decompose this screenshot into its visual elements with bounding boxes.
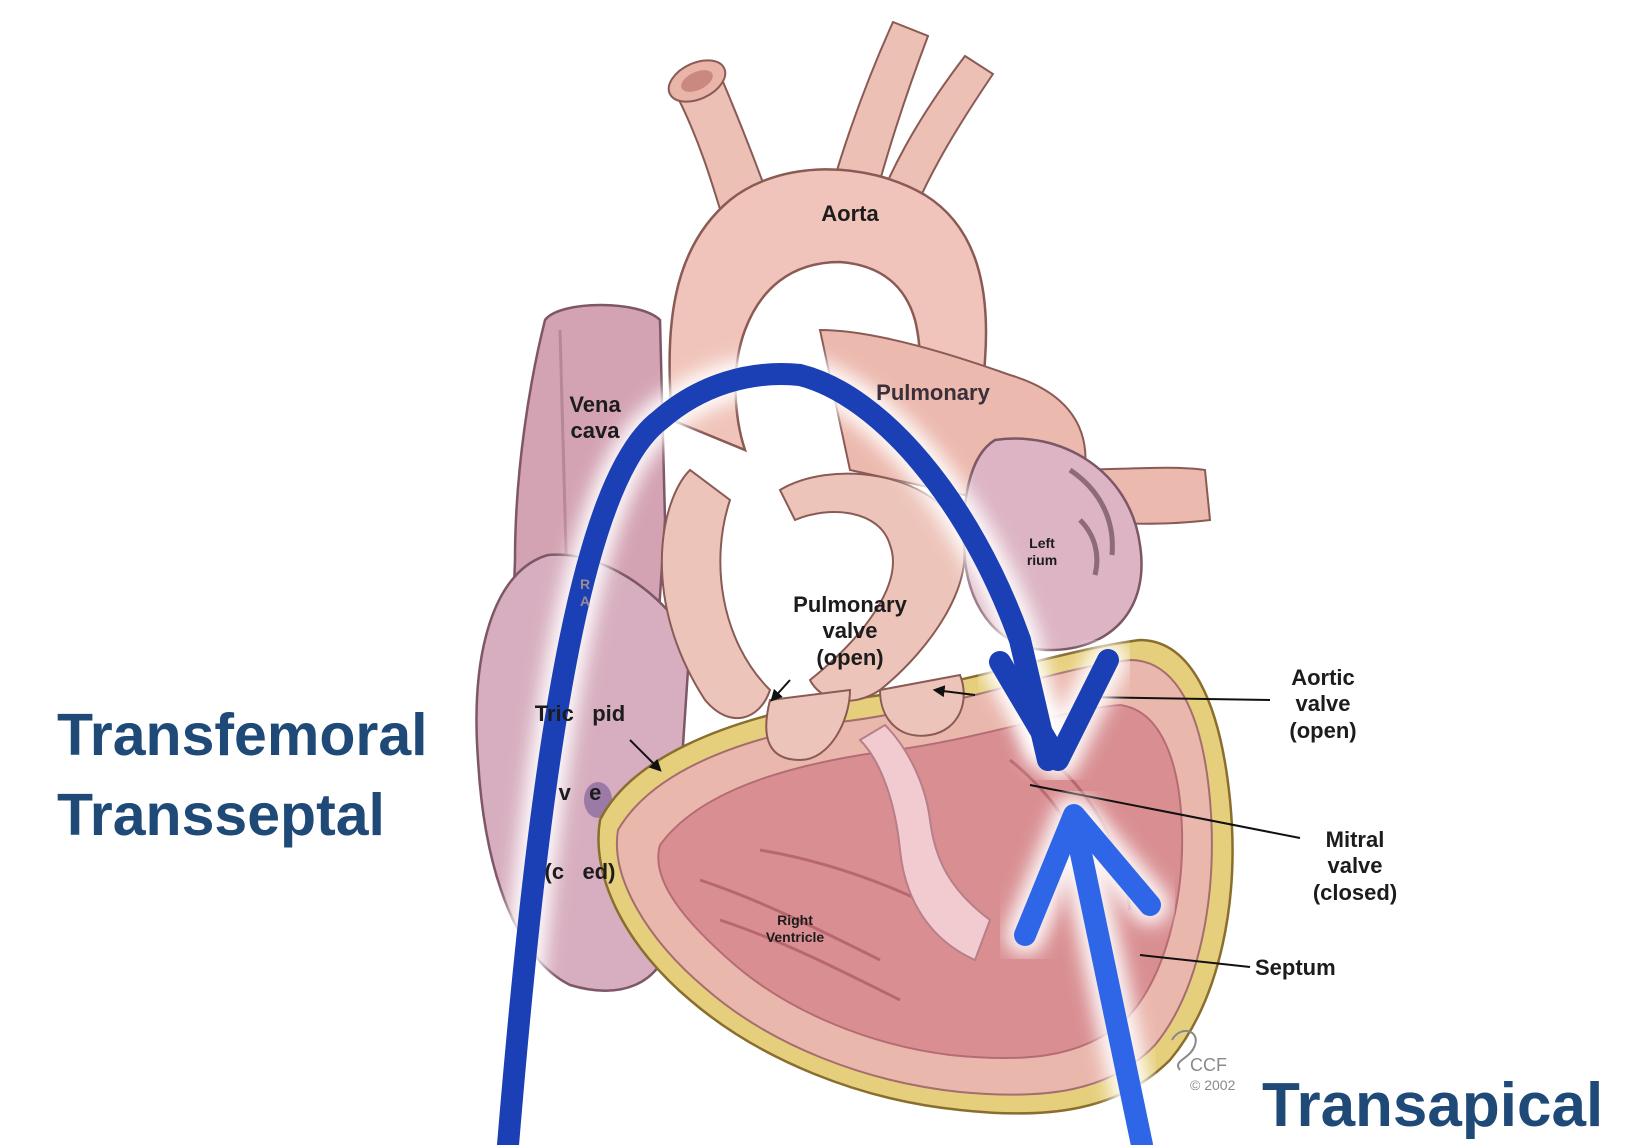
label-aorta: Aorta <box>810 201 890 227</box>
aortic-valve-line1: Aortic <box>1268 665 1378 691</box>
label-tricuspid-valve: Tric pid v e (c ed) <box>515 648 645 938</box>
label-aortic-valve: Aortic valve (open) <box>1268 665 1378 744</box>
aortic-valve-line3: (open) <box>1268 718 1378 744</box>
label-septum: Septum <box>1255 955 1355 981</box>
label-right-ventricle: Right Ventricle <box>755 912 835 946</box>
tricuspid-line1: Tric pid <box>515 701 645 727</box>
credit-line2: © 2002 <box>1190 1077 1250 1094</box>
mitral-valve-line3: (closed) <box>1295 880 1415 906</box>
mitral-valve-line2: valve <box>1295 853 1415 879</box>
pulmonary-valve-line3: (open) <box>775 645 925 671</box>
pulmonary-valve-line1: Pulmonary <box>775 592 925 618</box>
label-mitral-valve: Mitral valve (closed) <box>1295 827 1415 906</box>
credit-line1: CCF <box>1190 1055 1250 1077</box>
pulmonary-valve-line2: valve <box>775 618 925 644</box>
left-atrium-line2: rium <box>1018 552 1066 569</box>
label-left-atrium: Left rium <box>1018 535 1066 569</box>
vena-cava-line2: cava <box>555 418 635 444</box>
right-atrium-line1: R <box>570 576 600 593</box>
label-vena-cava: Vena cava <box>555 392 635 445</box>
aortic-valve-line2: valve <box>1268 691 1378 717</box>
label-transseptal: Transseptal <box>57 786 385 845</box>
right-ventricle-line2: Ventricle <box>755 929 835 946</box>
left-atrium-line1: Left <box>1018 535 1066 552</box>
vena-cava-line1: Vena <box>555 392 635 418</box>
label-right-atrium: R A <box>570 576 600 610</box>
tricuspid-line2: v e <box>515 780 645 806</box>
label-transfemoral: Transfemoral <box>57 706 428 765</box>
credit-ccf: CCF © 2002 <box>1190 1055 1250 1093</box>
label-transapical: Transapical <box>1262 1075 1603 1137</box>
mitral-valve-line1: Mitral <box>1295 827 1415 853</box>
label-pulmonary-valve: Pulmonary valve (open) <box>775 592 925 671</box>
tricuspid-line3: (c ed) <box>515 859 645 885</box>
right-ventricle-line1: Right <box>755 912 835 929</box>
label-pulmonary-artery: Pulmonary <box>868 380 998 406</box>
right-atrium-line2: A <box>570 593 600 610</box>
